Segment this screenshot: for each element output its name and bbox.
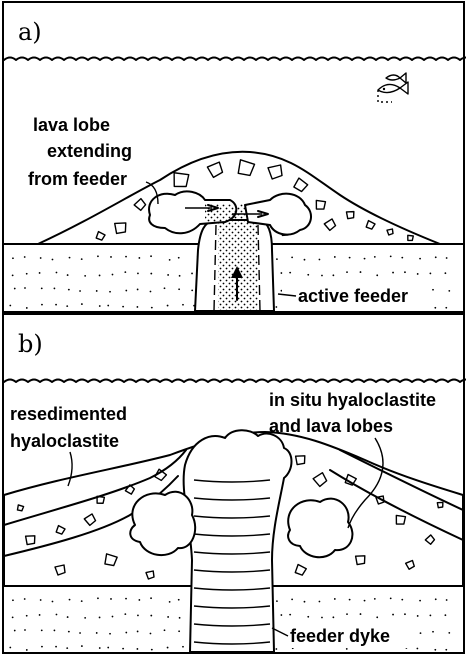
annotation-lava-lobe-line1: lava lobe xyxy=(33,115,110,135)
annotation-feeder-dyke: feeder dyke xyxy=(290,626,390,646)
water-surface-a xyxy=(4,58,466,61)
fish-icon xyxy=(378,73,408,102)
panel-a-label: a) xyxy=(18,18,42,46)
annotation-active-feeder: active feeder xyxy=(298,286,408,306)
annotation-in-situ-line1: in situ hyaloclastite xyxy=(269,390,436,410)
water-surface-b xyxy=(4,380,466,383)
annotation-resedimented-line1: resedimented xyxy=(10,404,127,424)
annotation-resedimented-line2: hyaloclastite xyxy=(10,431,119,451)
annotation-lava-lobe-line3: from feeder xyxy=(28,169,127,189)
annotation-in-situ-line2: and lava lobes xyxy=(269,416,393,436)
annotation-lava-lobe-line2: extending xyxy=(47,141,132,161)
panel-b-label: b) xyxy=(18,330,43,358)
panel-b: b) resedimented hyaloclastite in situ hy… xyxy=(3,314,466,653)
panel-a: a) xyxy=(3,2,466,312)
